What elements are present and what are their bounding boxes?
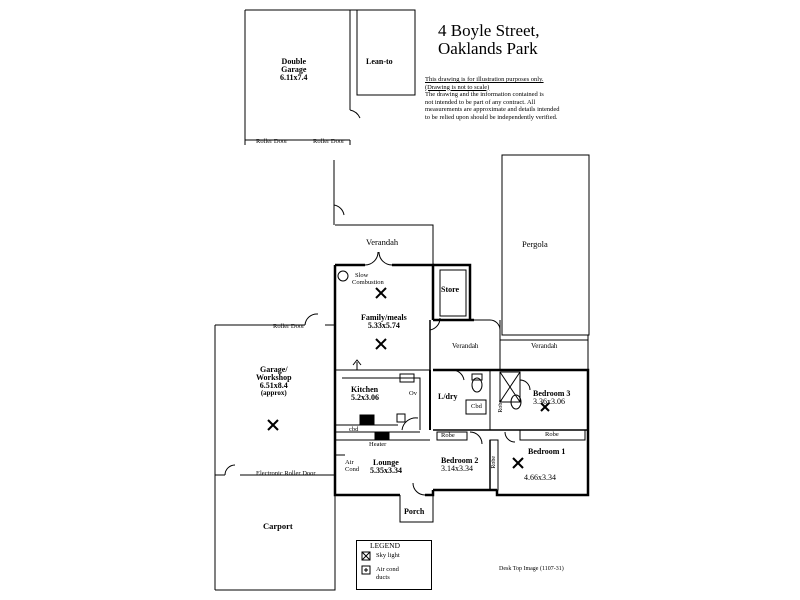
ceiling-fan-icon-3 <box>267 419 279 431</box>
property-title-line1: 4 Boyle Street, <box>438 21 540 40</box>
ceiling-fan-icon-4 <box>512 457 524 469</box>
garage-workshop-label: Garage/ Workshop 6.51x8.4 (approx) <box>256 365 292 397</box>
verandah-mid-label: Verandah <box>452 342 479 350</box>
kitchen-label: Kitchen 5.2x3.06 <box>351 385 379 402</box>
cbd-label-2: Cbd <box>471 403 482 410</box>
electronic-roller-door-label: Electronic Roller Door <box>256 470 316 477</box>
lean-to-label: Lean-to <box>366 57 393 66</box>
porch-label: Porch <box>404 507 425 516</box>
lean-to-walls <box>350 9 416 96</box>
image-credit: Desk Top Image (1107-31) <box>499 566 564 572</box>
kitchen-bench <box>342 377 421 430</box>
air-cond-label: Air Cond <box>345 459 360 473</box>
slow-combustion-icon <box>337 270 349 282</box>
legend-title: LEGEND <box>370 541 400 550</box>
double-garage-label: Double Garage 6.11x7.4 <box>280 57 308 82</box>
pergola-label: Pergola <box>522 239 548 249</box>
bedroom-1-label: Bedroom 1 <box>528 447 566 456</box>
arrow-up-icon <box>352 359 362 370</box>
pergola-outline <box>501 154 590 336</box>
ceiling-fan-icon-5 <box>540 402 550 412</box>
disclaimer: This drawing is for illustration purpose… <box>425 76 560 121</box>
skylight-icon <box>361 551 371 561</box>
cbd-label: cbd <box>349 426 359 433</box>
roller-door-label-3: Roller Door <box>273 323 305 330</box>
family-meals-label: Family/meals 5.33x5.74 <box>361 313 407 330</box>
robe-vertical-label-2: Robe <box>491 456 497 469</box>
oven-label: Ov <box>409 390 417 397</box>
heater-label: Heater <box>369 441 387 448</box>
porch <box>399 495 434 523</box>
property-title-line2: Oaklands Park <box>438 39 538 58</box>
bedroom-block-outer <box>495 368 590 497</box>
store-walls <box>433 263 472 320</box>
verandah-top-label: Verandah <box>366 237 399 247</box>
legend-skylight-label: Sky light <box>376 552 400 559</box>
garage-workshop-walls <box>215 324 336 476</box>
store-label: Store <box>441 285 460 294</box>
legend-air-cond-label: Air cond ducts <box>376 566 399 581</box>
top-verandah <box>335 224 434 266</box>
bedroom-3-label: Bedroom 3 3.36x3.06 <box>533 389 571 406</box>
robe-vertical-label: Robe <box>498 400 504 413</box>
bedroom-2-label: Bedroom 2 3.14x3.34 <box>441 456 479 473</box>
ceiling-fan-icon-2 <box>375 338 387 350</box>
robe-label-2: Robe <box>545 431 559 438</box>
carport-label: Carport <box>263 521 293 531</box>
verandah-right-label: Verandah <box>531 342 558 350</box>
lounge-label: Lounge 5.35x3.34 <box>370 458 402 475</box>
legend-box <box>356 540 432 590</box>
carport <box>215 495 336 591</box>
bedroom-1-size: 4.66x3.34 <box>524 473 556 482</box>
gate-arc <box>333 204 345 216</box>
laundry-label: L/dry <box>438 392 458 401</box>
ceiling-fan-icon-1 <box>375 287 387 299</box>
roller-door-label-2: Roller Door <box>313 138 345 145</box>
roller-door-label-1: Roller Door <box>256 138 288 145</box>
slow-combustion-label: Slow Combustion <box>352 272 384 286</box>
robe-label-1: Robe <box>441 432 455 439</box>
air-cond-duct-icon <box>361 565 371 575</box>
garage-door-arc <box>349 109 361 119</box>
